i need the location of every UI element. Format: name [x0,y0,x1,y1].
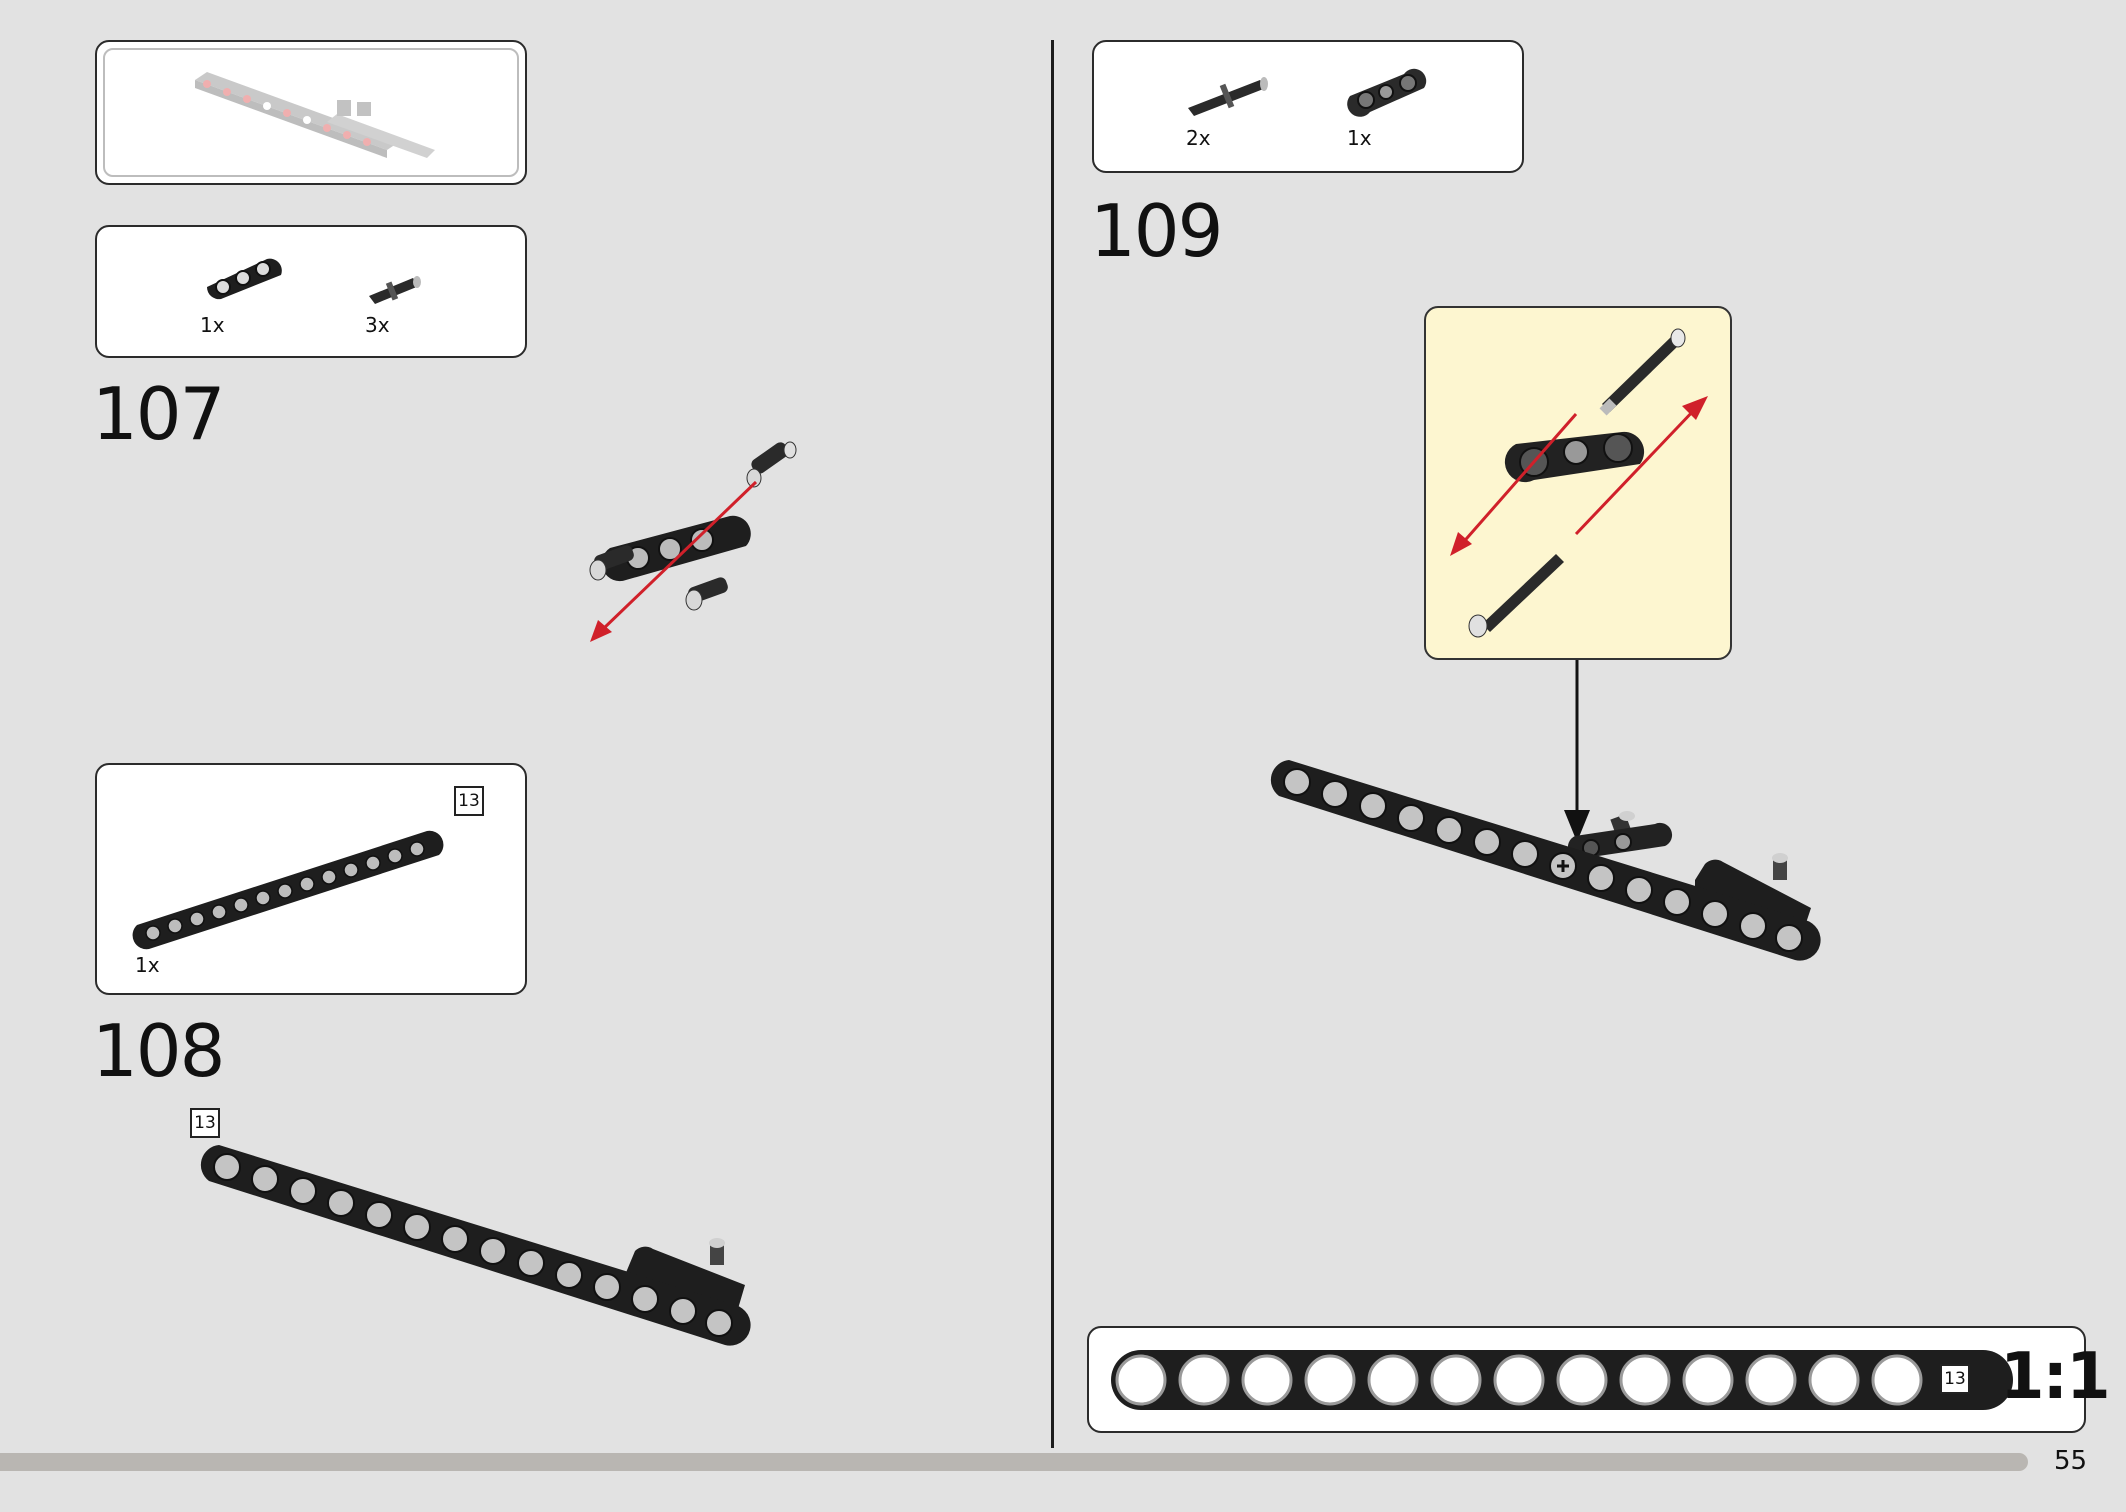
step-108-number: 108 [92,1009,225,1093]
step-109-number: 109 [1090,189,1223,273]
pin-with-axle-icon [369,276,421,304]
step-108-parts-box: 13 1x [95,763,527,995]
step-107-part-1-qty: 1x [200,313,225,337]
step-109-callout-illustration [1450,328,1708,638]
step-108-model-length-badge: 13 [190,1108,220,1138]
step-109-part-2-qty: 1x [1347,126,1372,150]
step-108-part-length-badge: 13 [454,786,484,816]
cross-block-icon [1347,68,1427,117]
step-109-parts-box: 2x 1x [1092,40,1524,173]
step-109-part-1-qty: 2x [1186,126,1211,150]
step-109-assembly-illustration [1270,760,1821,961]
scale-ratio-label: 1:1 [2000,1340,2111,1414]
step-107-number: 107 [92,372,225,456]
beam-3-icon [206,258,282,300]
page-divider [1051,40,1054,1448]
page-progress-bar [0,1453,2028,1471]
step-108-assembly-illustration [200,1145,751,1346]
scale-beam-13-icon [1111,1350,2013,1410]
scale-bar-box [1087,1326,2086,1433]
scale-bar-length-badge: 13 [1940,1364,1970,1394]
step-108-part-1-qty: 1x [135,953,160,977]
axle-pin-icon [1188,77,1268,116]
step-109-callout-box [1424,306,1732,660]
page-number: 55 [2054,1446,2088,1476]
subassembly-preview-box [95,40,527,185]
step-107-parts-box: 1x 3x [95,225,527,358]
subassembly-preview-icon [195,72,435,158]
callout-pointer-arrow [1564,660,1590,842]
step-107-assembly-illustration [589,441,797,642]
beam-13-icon [132,830,444,950]
subassembly-preview-inner-frame [103,48,519,177]
step-107-part-2-qty: 3x [365,313,390,337]
